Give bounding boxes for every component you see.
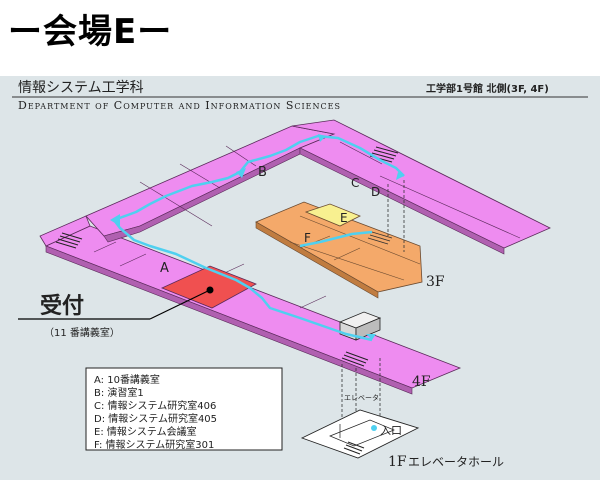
room-e-label: E	[340, 211, 348, 225]
stairs-4f	[55, 146, 399, 367]
floor-3f-wing	[255, 201, 423, 299]
elevator-label: エレベータ	[344, 393, 379, 402]
room-a-label: A	[160, 261, 169, 276]
building-label: 工学部1号館 北側(3F, 4F)	[426, 82, 549, 95]
floor-4f-label: 4F	[412, 374, 431, 390]
room-c-label: C	[351, 176, 359, 190]
legend-item-f: F: 情報システム研究室301	[94, 438, 214, 451]
floor-1f-label: 1F	[388, 454, 407, 470]
floor-1f	[300, 409, 420, 459]
route-arrows	[110, 134, 404, 340]
dept-name-en: Department of Computer and Information S…	[18, 99, 341, 112]
reception-note: （11 番講義室）	[44, 326, 120, 339]
legend-item-a: A: 10番講義室	[94, 373, 160, 386]
room-b-label: B	[258, 165, 267, 180]
dept-name-ja: 情報システム工学科	[18, 80, 144, 96]
entrance-marker	[371, 425, 377, 431]
page-title: ー会場Eー	[8, 12, 173, 52]
reception-leader	[149, 289, 211, 320]
legend: A: 10番講義室 B: 演習室1 C: 情報システム研究室406 D: 情報シ…	[85, 367, 283, 451]
floor-map-panel: 情報システム工学科 工学部1号館 北側(3F, 4F) Department o…	[0, 76, 600, 480]
room-d-label: D	[371, 185, 380, 199]
legend-item-d: D: 情報システム研究室405	[94, 412, 217, 425]
reception-label: 受付	[40, 293, 84, 319]
legend-item-c: C: 情報システム研究室406	[94, 399, 216, 412]
room-e-area[interactable]	[304, 203, 361, 227]
room-f-label: F	[304, 231, 311, 245]
floor-4f-building	[39, 119, 551, 395]
legend-item-e: E: 情報システム会議室	[94, 425, 197, 438]
legend-item-b: B: 演習室1	[94, 386, 144, 399]
entrance-label: 入口	[380, 424, 402, 437]
floor-map: 情報システム工学科 工学部1号館 北側(3F, 4F) Department o…	[12, 80, 588, 470]
floor-3f-label: 3F	[426, 274, 445, 290]
floor-1f-note: エレベータホール	[408, 455, 504, 469]
stairs-3f	[367, 231, 393, 245]
route-3f	[299, 230, 373, 248]
